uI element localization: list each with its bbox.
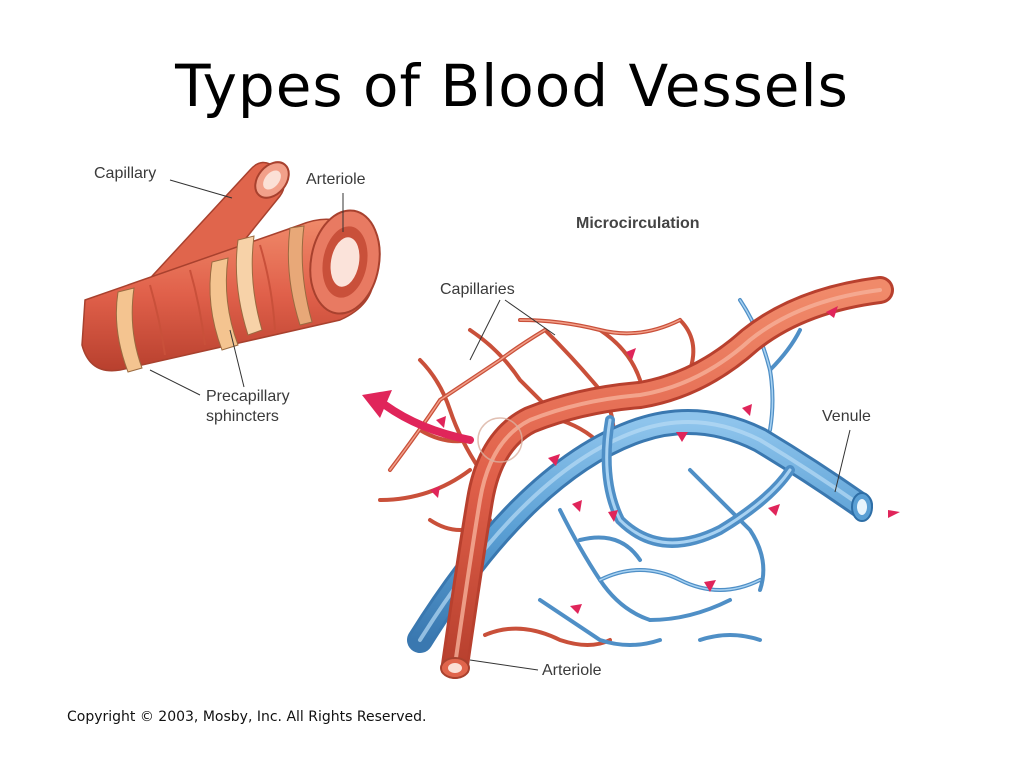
label-arteriole-bottom: Arteriole — [542, 662, 602, 679]
leader-sphincter-1 — [149, 369, 201, 396]
leader-capillaries-2 — [504, 299, 556, 336]
small-flow-arrows — [430, 306, 900, 614]
leader-sphincter-2 — [229, 329, 245, 388]
label-precapillary-line2: sphincters — [206, 408, 279, 425]
leader-venule — [834, 429, 851, 493]
big-flow-arrow — [381, 401, 474, 444]
slide-title: Types of Blood Vessels — [175, 52, 849, 120]
leader-capillary — [169, 179, 233, 199]
microcirculation-network — [362, 276, 900, 679]
label-capillaries: Capillaries — [440, 281, 515, 298]
sphincter-band-1 — [115, 287, 143, 373]
magnify-circle — [477, 417, 523, 463]
label-microcirculation: Microcirculation — [576, 215, 700, 232]
leader-capillaries-1 — [469, 299, 501, 361]
sphincter-band-3 — [235, 235, 263, 336]
label-arteriole-top: Arteriole — [306, 171, 366, 188]
sphincter-band-2 — [209, 257, 239, 351]
label-venule: Venule — [822, 408, 871, 425]
sphincter-band-4 — [287, 225, 313, 326]
leader-arteriole-bottom — [469, 659, 539, 671]
label-capillary: Capillary — [94, 165, 157, 182]
copyright-notice: Copyright © 2003, Mosby, Inc. All Rights… — [67, 709, 427, 725]
label-precapillary-line1: Precapillary — [206, 388, 290, 405]
arteriole-closeup — [81, 161, 381, 396]
